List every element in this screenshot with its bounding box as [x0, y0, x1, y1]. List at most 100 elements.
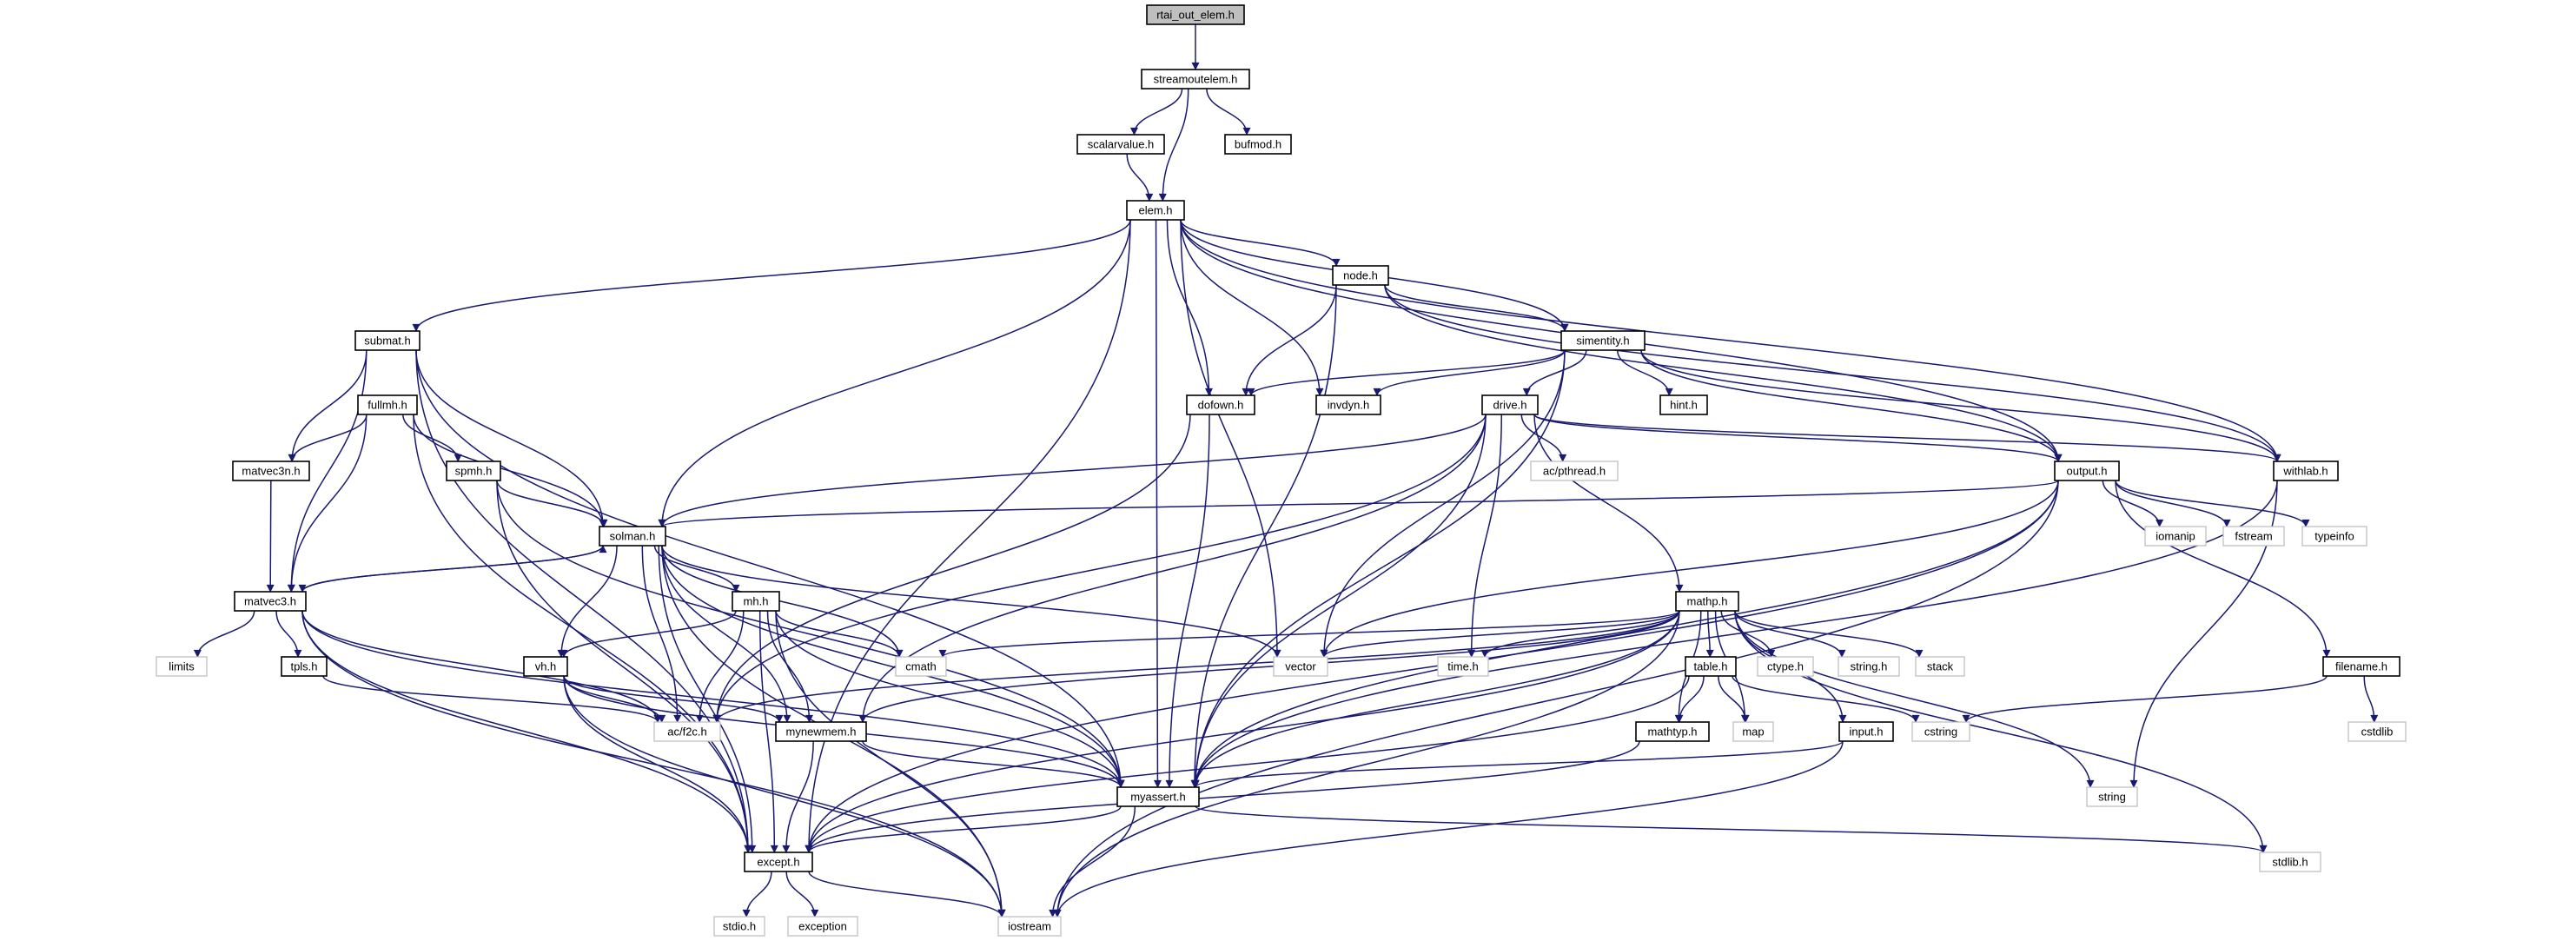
node-label-solman: solman.h: [610, 530, 656, 543]
node-label-scalarvalue: scalarvalue.h: [1088, 138, 1155, 151]
node-node[interactable]: node.h: [1332, 265, 1389, 286]
edge-matvec3-to-acf2c: [301, 610, 662, 723]
node-box-input: [1838, 721, 1894, 742]
edge-mathp-to-except: [805, 610, 1680, 853]
node-label-bufmod: bufmod.h: [1235, 138, 1281, 151]
node-table[interactable]: table.h: [1685, 656, 1737, 677]
edge-matvec3-to-tpls: [275, 610, 302, 658]
node-rtai[interactable]: rtai_out_elem.h: [1146, 4, 1245, 25]
edge-input-to-myassert: [1191, 740, 1844, 788]
edge-matvec3n-to-matvec3: [266, 480, 275, 593]
node-invdyn[interactable]: invdyn.h: [1315, 394, 1381, 415]
node-mynewmem[interactable]: mynewmem.h: [775, 721, 867, 742]
edge-table-to-mathtyp: [1675, 675, 1705, 723]
node-cstdlib: cstdlib: [2348, 721, 2407, 742]
node-label-timeh: time.h: [1447, 660, 1478, 673]
node-streamoutelem[interactable]: streamoutelem.h: [1141, 69, 1250, 89]
node-myassert[interactable]: myassert.h: [1116, 786, 1200, 807]
node-label-simentity: simentity.h: [1576, 335, 1629, 348]
node-label-tpls: tpls.h: [290, 660, 317, 673]
edge-mhh-to-vhh: [560, 610, 737, 658]
node-box-node: [1332, 265, 1389, 286]
edge-dofown-to-acf2c: [712, 414, 1191, 723]
node-box-scalarvalue: [1076, 134, 1165, 155]
node-spmh[interactable]: spmh.h: [446, 461, 501, 481]
node-label-fstream: fstream: [2235, 530, 2272, 543]
node-label-stack: stack: [1927, 660, 1954, 673]
node-box-ctype: [1757, 656, 1814, 677]
node-bufmod[interactable]: bufmod.h: [1224, 134, 1292, 155]
edge-elem-to-invdyn: [1180, 219, 1324, 396]
node-box-fstream: [2222, 526, 2285, 547]
edge-simentity-to-output: [1640, 349, 2063, 462]
edge-withlab-to-myassert: [1191, 480, 2278, 788]
node-simentity[interactable]: simentity.h: [1560, 330, 1646, 351]
node-label-acf2c: ac/f2c.h: [667, 726, 707, 739]
edge-mathp-to-cmath: [938, 610, 1680, 658]
node-box-filename: [2322, 656, 2401, 677]
node-typeinfo: typeinfo: [2301, 526, 2367, 547]
edge-mathp-to-stack: [1734, 610, 1924, 658]
node-box-acpthread: [1530, 461, 1619, 481]
node-drive[interactable]: drive.h: [1481, 394, 1539, 415]
edge-solman-to-mynewmem: [661, 545, 791, 723]
node-cmath: cmath: [895, 656, 947, 677]
node-box-mynewmem: [775, 721, 867, 742]
node-elem[interactable]: elem.h: [1126, 200, 1185, 221]
edge-submat-to-matvec3n: [288, 349, 368, 462]
node-dofown[interactable]: dofown.h: [1186, 394, 1255, 415]
node-mathp[interactable]: mathp.h: [1675, 591, 1739, 612]
node-tpls[interactable]: tpls.h: [281, 656, 328, 677]
node-box-stack: [1915, 656, 1965, 677]
edge-input-to-iostream: [1053, 740, 1844, 918]
edge-tpls-to-acf2c: [322, 675, 662, 723]
node-box-table: [1685, 656, 1737, 677]
node-matvec3n[interactable]: matvec3n.h: [232, 461, 310, 481]
edge-myassert-to-stdlib: [1195, 805, 2268, 853]
node-filename[interactable]: filename.h: [2322, 656, 2401, 677]
edge-vhh-to-iostream: [563, 675, 1006, 918]
node-stdio: stdio.h: [713, 916, 765, 937]
node-hint[interactable]: hint.h: [1659, 394, 1708, 415]
edge-matvec3-to-myassert: [301, 610, 1125, 788]
edge-node-to-dofown: [1242, 284, 1337, 396]
node-label-except: except.h: [757, 856, 799, 869]
edge-mathtyp-to-except: [805, 740, 1640, 853]
node-box-simentity: [1560, 330, 1646, 351]
edge-output-to-fstream: [2115, 480, 2231, 527]
edge-solman-to-mhh: [653, 545, 740, 593]
node-label-iomanip: iomanip: [2155, 530, 2195, 543]
node-box-vector: [1273, 656, 1328, 677]
node-submat[interactable]: submat.h: [354, 330, 421, 351]
node-output[interactable]: output.h: [2054, 461, 2120, 481]
edge-simentity-to-vector: [1320, 349, 1566, 658]
edge-streamoutelem-to-elem: [1158, 88, 1189, 202]
node-mhh[interactable]: mh.h: [732, 591, 780, 612]
edge-elem-to-vector: [1180, 219, 1281, 658]
edge-elem-to-myassert: [1153, 219, 1162, 788]
node-label-typeinfo: typeinfo: [2314, 530, 2354, 543]
node-scalarvalue[interactable]: scalarvalue.h: [1076, 134, 1165, 155]
edge-streamoutelem-to-bufmod: [1206, 88, 1251, 136]
edge-table-to-cstring: [1732, 675, 1920, 723]
node-withlab[interactable]: withlab.h: [2273, 461, 2339, 481]
edge-filename-to-cstdlib: [2363, 675, 2379, 723]
node-except[interactable]: except.h: [744, 852, 813, 872]
node-label-mynewmem: mynewmem.h: [786, 726, 857, 739]
node-matvec3[interactable]: matvec3.h: [234, 591, 307, 612]
node-box-typeinfo: [2301, 526, 2367, 547]
node-label-vhh: vh.h: [535, 660, 557, 673]
node-fullmh[interactable]: fullmh.h: [357, 394, 418, 415]
edge-submat-to-myassert: [415, 349, 1125, 788]
node-vhh[interactable]: vh.h: [523, 656, 568, 677]
node-mathtyp[interactable]: mathtyp.h: [1635, 721, 1710, 742]
node-input[interactable]: input.h: [1838, 721, 1894, 742]
edge-output-to-myassert: [1191, 480, 2059, 788]
edge-simentity-to-hint: [1616, 349, 1673, 396]
edge-node-to-simentity: [1384, 284, 1569, 332]
node-label-rtai: rtai_out_elem.h: [1156, 9, 1235, 22]
edge-matvec3-to-limits: [193, 610, 255, 658]
node-solman[interactable]: solman.h: [599, 526, 666, 547]
edge-drive-to-withlab: [1533, 414, 2281, 462]
